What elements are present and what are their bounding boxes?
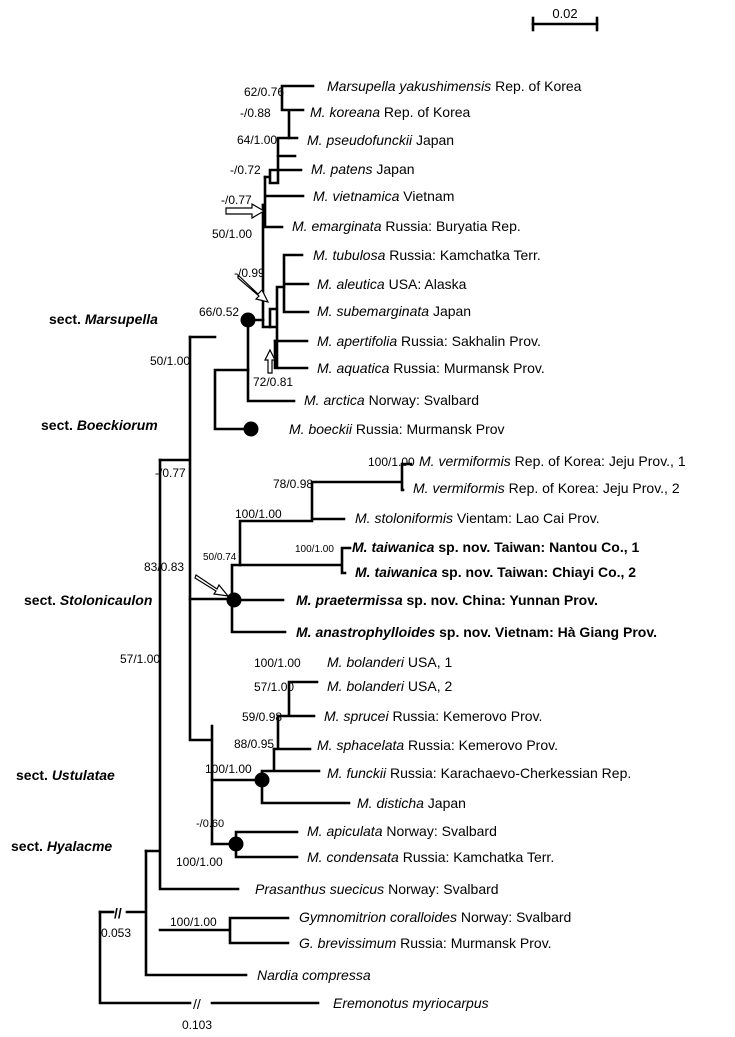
node-marker — [240, 312, 256, 328]
branch-length-label: 0.103 — [182, 1018, 212, 1032]
tree-branches — [98, 84, 413, 1005]
taxon-label: Nardia compressa — [257, 967, 371, 983]
support-value: 57/1.00 — [120, 652, 160, 666]
taxon-label: M. apiculata Norway: Svalbard — [307, 823, 497, 839]
section-label: sect. Stolonicaulon — [24, 592, 152, 608]
node-marker — [228, 836, 244, 852]
support-value: -/0.72 — [230, 163, 261, 177]
branch-break-symbol: // — [114, 905, 122, 921]
taxon-label: M. aquatica Russia: Murmansk Prov. — [317, 360, 545, 376]
scale-bar: 0.02 — [531, 6, 599, 32]
node-markers — [226, 312, 270, 852]
support-value: 57/1.00 — [254, 680, 294, 694]
taxon-label: M. apertifolia Russia: Sakhalin Prov. — [317, 333, 541, 349]
support-value: 100/1.00 — [254, 656, 301, 670]
support-value: 88/0.95 — [234, 737, 274, 751]
support-value: 100/1.00 — [176, 855, 223, 869]
arrow-icon — [225, 202, 266, 220]
node-marker — [226, 592, 242, 608]
node-marker — [254, 772, 270, 788]
support-value: -/0.77 — [155, 466, 186, 480]
taxon-label: M. vermiformis Rep. of Korea: Jeju Prov.… — [419, 453, 686, 469]
arrow-icon — [194, 574, 230, 597]
support-value: 59/0.98 — [242, 710, 282, 724]
section-label: sect. Marsupella — [49, 311, 158, 327]
taxon-label: M. taiwanica sp. nov. Taiwan: Nantou Co.… — [352, 539, 640, 555]
scale-bar-label: 0.02 — [552, 6, 577, 21]
support-value: -/0.77 — [221, 193, 252, 207]
taxon-label: M. condensata Russia: Kamchatka Terr. — [307, 849, 554, 865]
taxon-label: M. patens Japan — [311, 161, 415, 177]
support-value: 100/1.00 — [368, 455, 415, 469]
taxon-label: M. subemarginata Japan — [317, 303, 471, 319]
taxon-label: M. tubulosa Russia: Kamchatka Terr. — [313, 247, 541, 263]
support-value: 100/1.00 — [205, 762, 252, 776]
support-values: 62/0.76 -/0.88 64/1.00 -/0.72 -/0.77 50/… — [120, 85, 415, 929]
taxon-label: M. emarginata Russia: Buryatia Rep. — [292, 218, 521, 234]
taxon-label: M. sphacelata Russia: Kemerovo Prov. — [317, 737, 558, 753]
support-value: 50/0.74 — [203, 552, 237, 563]
support-value: 100/1.00 — [295, 544, 334, 555]
branch-root — [98, 910, 320, 1005]
taxon-label: M. praetermissa sp. nov. China: Yunnan P… — [296, 592, 598, 608]
taxon-label: Marsupella yakushimensis Rep. of Korea — [327, 78, 582, 94]
taxon-label: Prasanthus suecicus Norway: Svalbard — [255, 881, 499, 897]
taxon-label: M. bolanderi USA, 1 — [327, 654, 453, 670]
support-value: 66/0.52 — [199, 305, 239, 319]
taxon-label: M. aleutica USA: Alaska — [317, 276, 467, 292]
section-label: sect. Ustulatae — [16, 767, 115, 783]
taxon-label: G. brevissimum Russia: Murmansk Prov. — [299, 935, 552, 951]
section-labels: sect. Marsupella sect. Boeckiorum sect. … — [11, 311, 158, 854]
taxon-label: M. stoloniformis Vientam: Lao Cai Prov. — [355, 510, 600, 526]
arrow-icon — [264, 348, 276, 374]
support-value: -/0.99 — [234, 266, 265, 280]
broken-branch-marks: // 0.053 // 0.103 — [101, 905, 212, 1032]
taxon-label: Eremonotus myriocarpus — [333, 995, 489, 1011]
support-value: -/0.60 — [196, 818, 224, 830]
taxon-label: Gymnomitrion coralloides Norway: Svalbar… — [299, 909, 571, 925]
support-value: 72/0.81 — [253, 375, 293, 389]
taxon-label: M. taiwanica sp. nov. Taiwan: Chiayi Co.… — [355, 564, 636, 580]
taxon-label: M. pseudofunckii Japan — [307, 132, 454, 148]
tip-labels: Marsupella yakushimensis Rep. of Korea M… — [255, 78, 686, 1011]
pointer-arrows — [194, 202, 276, 597]
support-value: 50/1.00 — [212, 227, 252, 241]
taxon-label: M. funckii Russia: Karachaevo-Cherkessia… — [327, 765, 631, 781]
taxon-label: M. disticha Japan — [357, 795, 466, 811]
support-value: 64/1.00 — [237, 133, 277, 147]
section-label: sect. Boeckiorum — [41, 417, 158, 433]
taxon-label: M. vietnamica Vietnam — [313, 188, 454, 204]
taxon-label: M. sprucei Russia: Kemerovo Prov. — [324, 708, 542, 724]
branch-break-symbol: // — [193, 996, 201, 1012]
taxon-label: M. boeckii Russia: Murmansk Prov — [289, 421, 505, 437]
support-value: 83/0.83 — [144, 560, 184, 574]
taxon-label: M. anastrophylloides sp. nov. Vietnam: H… — [296, 624, 657, 640]
support-value: 100/1.00 — [235, 507, 282, 521]
support-value: 100/1.00 — [170, 915, 217, 929]
taxon-label: M. vermiformis Rep. of Korea: Jeju Prov.… — [413, 480, 680, 496]
support-value: -/0.88 — [240, 106, 271, 120]
taxon-label: M. arctica Norway: Svalbard — [304, 392, 479, 408]
support-value: 62/0.76 — [244, 85, 284, 99]
taxon-label: M. bolanderi USA, 2 — [327, 678, 453, 694]
branch-length-label: 0.053 — [101, 926, 131, 940]
arrow-icon — [237, 273, 270, 303]
taxon-label: M. koreana Rep. of Korea — [310, 104, 471, 120]
section-label: sect. Hyalacme — [11, 838, 112, 854]
support-value: 50/1.00 — [150, 354, 190, 368]
node-marker — [243, 421, 259, 437]
support-value: 78/0.98 — [273, 477, 313, 491]
